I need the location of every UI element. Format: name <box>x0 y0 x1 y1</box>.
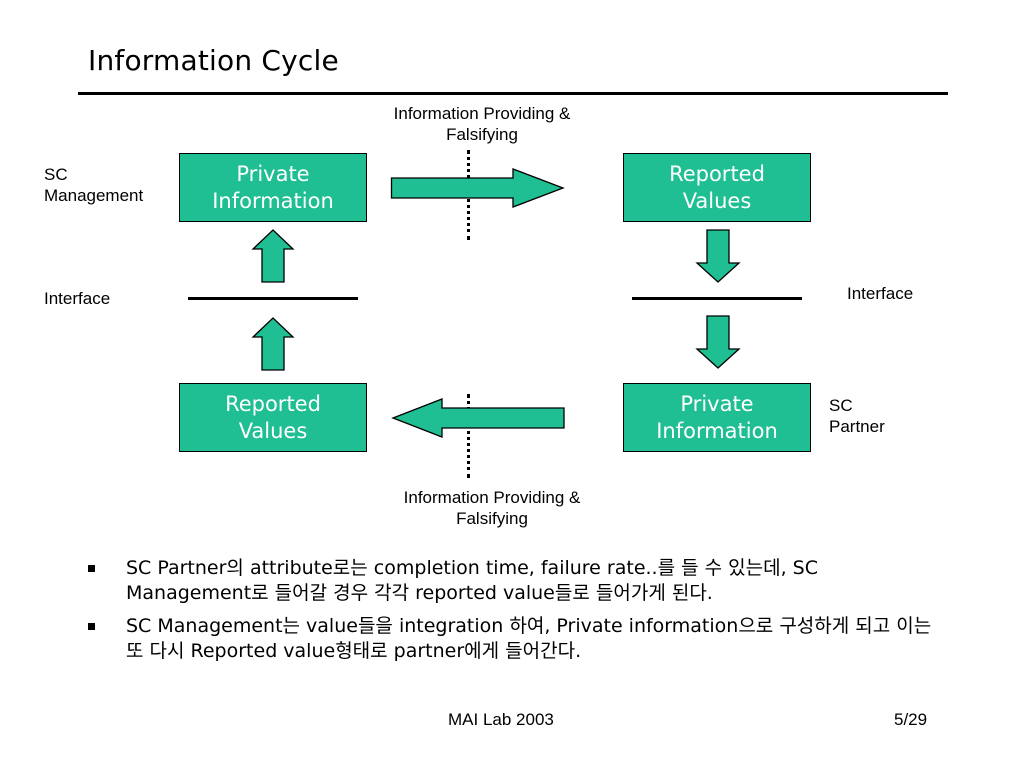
title-divider <box>78 92 948 95</box>
box-reported-values-top: Reported Values <box>623 153 811 222</box>
bullet-list: SC Partner의 attribute로는 completion time,… <box>88 556 948 672</box>
footer-lab: MAI Lab 2003 <box>448 710 554 729</box>
box-private-information-bottom: Private Information <box>623 383 811 452</box>
dotted-separator-bottom <box>467 394 470 478</box>
box-private-information-top: Private Information <box>179 153 367 222</box>
bullet-marker-icon <box>88 565 95 572</box>
label-sc-partner: SC Partner <box>829 396 885 436</box>
bullet-item: SC Partner의 attribute로는 completion time,… <box>88 556 948 606</box>
label-interface-right: Interface <box>847 284 914 303</box>
caption-bottom: Information Providing & Falsifying <box>403 488 581 528</box>
bullet-marker-icon <box>88 623 95 630</box>
bullet-text: SC Management는 value들을 integration 하여, P… <box>126 615 932 662</box>
label-interface-left: Interface <box>44 289 111 308</box>
arrow-up-icon <box>251 229 295 283</box>
bullet-text: SC Partner의 attribute로는 completion time,… <box>126 557 818 604</box>
label-sc-management: SC Management <box>44 165 144 205</box>
arrow-right-icon <box>390 168 565 208</box>
interface-line-right <box>632 297 802 300</box>
box-reported-values-bottom: Reported Values <box>179 383 367 452</box>
footer-page-number: 5/29 <box>894 710 928 729</box>
arrow-left-icon <box>391 398 565 438</box>
caption-top: Information Providing & Falsifying <box>393 104 571 144</box>
interface-line-left <box>188 297 358 300</box>
bullet-item: SC Management는 value들을 integration 하여, P… <box>88 614 948 664</box>
arrow-up-icon <box>251 317 295 371</box>
slide-title: Information Cycle <box>88 44 339 77</box>
arrow-down-icon <box>695 315 741 369</box>
arrow-down-icon <box>695 229 741 283</box>
